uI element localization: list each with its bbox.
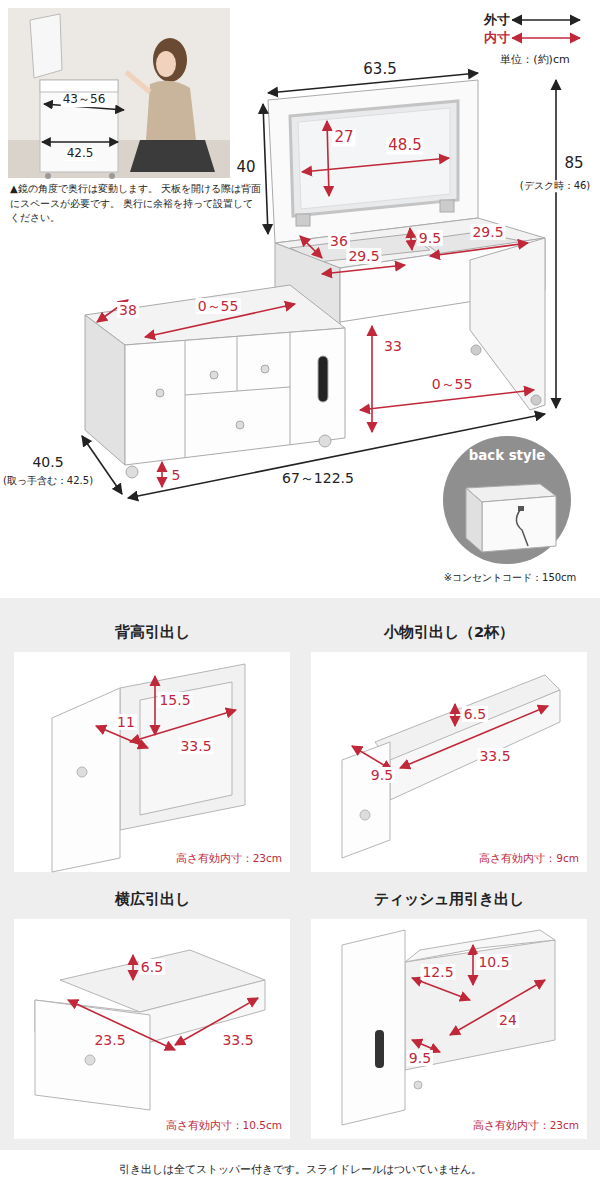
drawer-dimensions [68,676,548,1052]
inner-dimension: 38 [117,302,139,318]
inner-dimension: 10.5 [476,954,511,970]
inner-height-note: 高さ有効内寸：10.5cm [166,1119,282,1133]
inner-dimension: 23.5 [92,1032,127,1048]
dimension-label: 外寸 [482,13,512,28]
dimension-label: 40.5 [30,454,65,470]
dimension-label: ※コンセントコード：150cm [442,572,579,584]
panel-title: 小物引出し（2杯） [311,615,587,642]
inner-dimension: 0～55 [196,298,241,314]
dimension-label: 63.5 [361,61,398,78]
drawer-panels [14,652,587,1139]
drawer-panel: 横広引出し高さ有効内寸：10.5cm [14,882,290,1139]
inner-dimension: 0～55 [430,376,475,392]
drawer-panel: 背高引出し高さ有効内寸：23cm [14,615,290,872]
inner-dimension: 11 [115,714,137,730]
inner-dimension: 9.5 [369,767,395,783]
drawer-panel: ティッシュ用引き出し高さ有効内寸：23cm [311,882,587,1139]
photo-inset [8,8,230,179]
inner-dimension: 6.5 [139,959,165,975]
inner-dimension: 33 [382,338,404,354]
inner-height-note: 高さ有効内寸：23cm [176,852,282,866]
panel-title: 背高引出し [14,615,290,642]
dimension-label: 40 [234,159,257,176]
inner-dimension: 9.5 [407,1050,433,1066]
dimension-label: 85 [562,155,585,172]
back-style-circle [443,436,571,564]
inner-height-note: 高さ有効内寸：9cm [479,852,579,866]
section-ground [0,598,600,1150]
inner-dimension: 33.5 [477,748,512,764]
inner-dimension: 36 [328,233,350,249]
dimension-label: (取っ手含む：42.5) [1,475,95,487]
inner-dimension: 33.5 [220,1032,255,1048]
vanity-cabinet [85,285,345,478]
inner-dimension: 33.5 [178,738,213,754]
inner-height-note: 高さ有効内寸：23cm [473,1119,579,1133]
panel-title: 横広引出し [14,882,290,909]
inner-dimension: 9.5 [417,230,443,246]
inner-dimension: 48.5 [386,137,423,154]
dimension-label: 単位：(約)cm [498,54,571,67]
inner-dimension: 5 [170,467,183,483]
dimension-label: 42.5 [65,147,96,161]
dimension-label: (デスク時：46) [518,180,593,192]
outer-arrow [512,19,580,21]
drawer-panel: 小物引出し（2杯） 高さ有効内寸：9cm [311,615,587,872]
back-style-badge: back style [442,436,572,564]
inner-dimension: 29.5 [346,248,381,264]
inner-arrow [512,37,580,39]
inner-dimension: 6.5 [462,706,488,722]
panel-title: ティッシュ用引き出し [311,882,587,909]
dimension-label: 43～56 [61,93,108,107]
inner-dimension: 29.5 [470,224,505,240]
dimension-label: 引き出しは全てストッパー付きです。スライドレールはついていません。 [117,1164,484,1177]
dimension-lines [82,73,556,498]
dimension-label: 67～122.5 [280,470,356,486]
badge-title: back style [442,436,572,463]
inner-dimension: 27 [332,129,355,146]
inner-dimension: 内寸 [482,31,512,46]
dimension-label: ▲鏡の角度で奥行は変動します。 天板を開ける際は背面にスペースが必要です。 奥行… [8,182,264,226]
inner-dimension: 12.5 [420,964,455,980]
inner-dimension: 24 [497,1012,519,1028]
inner-dimension: 15.5 [157,692,192,708]
